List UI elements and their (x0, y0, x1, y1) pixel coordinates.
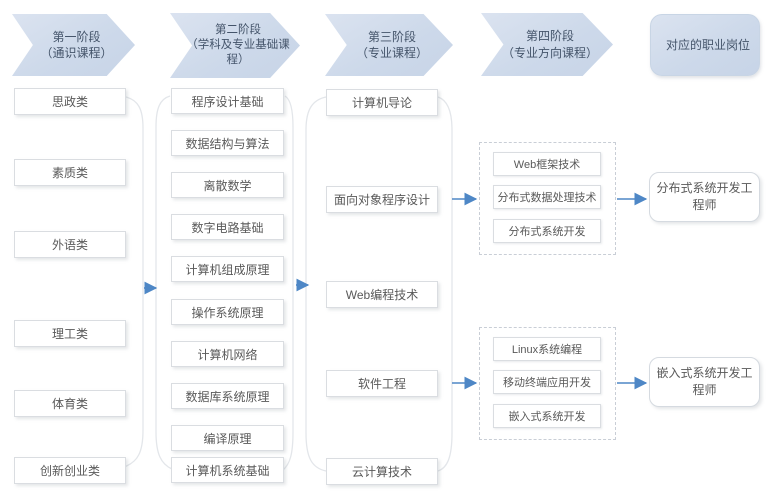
stage4-course-box: Web框架技术 (493, 152, 601, 176)
stage3-course-box: 面向对象程序设计 (326, 186, 438, 213)
jobs-header: 对应的职业岗位 (650, 14, 760, 76)
stage2-course-box: 数字电路基础 (171, 214, 284, 240)
stage2-course-box: 操作系统原理 (171, 299, 284, 325)
stage3-header: 第三阶段 （专业课程） (325, 14, 453, 76)
stage1-title: 第一阶段 (52, 29, 101, 44)
bracket-stage2-right (282, 95, 294, 471)
stage1-subtitle: （通识课程） (40, 46, 113, 60)
stage4-course-box: 分布式数据处理技术 (493, 185, 601, 209)
stage2-course-box: 离散数学 (171, 172, 284, 198)
stage2-subtitle-line2: 程） (226, 53, 250, 66)
stage3-course-box: Web编程技术 (326, 281, 438, 308)
stage4-course-box: 移动终端应用开发 (493, 370, 601, 394)
stage4-title: 第四阶段 (525, 29, 574, 44)
stage3-subtitle: （专业课程） (355, 46, 428, 60)
stage4-subtitle: （专业方向课程） (501, 45, 598, 60)
stage2-course-box: 计算机网络 (171, 341, 284, 367)
stage2-course-box: 计算机系统基础 (171, 457, 284, 483)
stage3-course-box: 软件工程 (326, 370, 438, 397)
bracket-stage1-right (123, 96, 144, 468)
stage2-course-box: 计算机组成原理 (171, 256, 284, 282)
bracket-stage3-left (305, 96, 327, 472)
stage4-course-box: 分布式系统开发 (493, 219, 601, 243)
job-box-embedded: 嵌入式系统开发工程师 (649, 357, 760, 407)
stage1-course-box: 创新创业类 (14, 457, 126, 484)
job-box-distributed: 分布式系统开发工程师 (649, 172, 760, 222)
stage4-course-box: 嵌入式系统开发 (493, 404, 601, 428)
stage1-header: 第一阶段 （通识课程） (12, 14, 135, 76)
stage1-course-box: 外语类 (14, 231, 126, 258)
stage2-course-box: 程序设计基础 (171, 88, 284, 114)
jobs-header-shape (650, 14, 760, 76)
stage3-title: 第三阶段 (367, 29, 416, 44)
stage2-course-box: 数据结构与算法 (171, 130, 284, 156)
stage4-course-box: Linux系统编程 (493, 337, 601, 361)
stage1-course-box: 思政类 (14, 88, 126, 115)
stage2-header: 第二阶段 （学科及专业基础课 程） (170, 13, 300, 78)
stage2-course-box: 编译原理 (171, 425, 284, 451)
stage1-course-box: 理工类 (14, 320, 126, 347)
bracket-stage3-right (437, 96, 453, 472)
stage3-course-box: 计算机导论 (326, 89, 438, 116)
jobs-header-title: 对应的职业岗位 (665, 37, 750, 52)
bracket-stage2-left (155, 95, 173, 470)
stage2-subtitle-line1: （学科及专业基础课 (186, 39, 290, 52)
stage1-course-box: 素质类 (14, 159, 126, 186)
stage4-group-2 (479, 327, 616, 440)
stage2-title: 第二阶段 (215, 24, 261, 37)
stage4-header: 第四阶段 （专业方向课程） (481, 13, 613, 76)
stage4-group-1 (479, 142, 616, 255)
stage2-course-box: 数据库系统原理 (171, 383, 284, 409)
stage3-course-box: 云计算技术 (326, 458, 438, 485)
stage1-course-box: 体育类 (14, 390, 126, 417)
